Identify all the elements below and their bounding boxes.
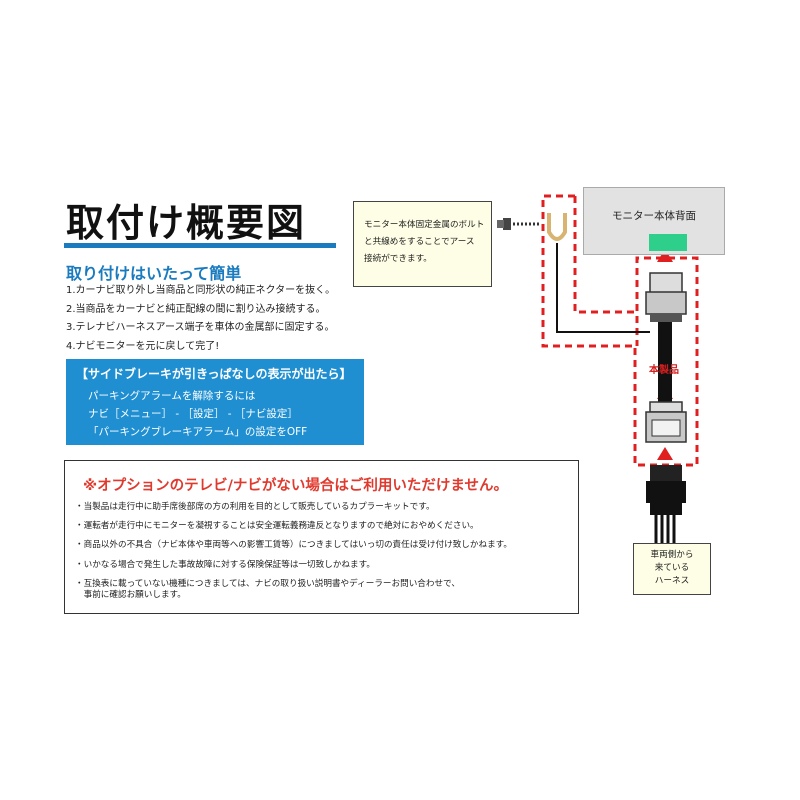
ground-note-line: と共線めをすることでアース [364,237,475,247]
title-underline [64,243,336,248]
connector-vehicle [646,465,686,545]
step-item: 1.カーナビ取り外し当商品と同形状の純正ネクターを抜く。 [66,285,336,296]
warning-line: ・当製品は走行中に助手席後部席の方の利用を目的として販売しているカプラーキットで… [75,502,435,512]
warning-box: ※オプションのテレビ/ナビがない場合はご利用いただけません。 ・当製品は走行中に… [64,460,579,614]
monitor-back: モニター本体背面 [583,187,725,255]
monitor-connector [649,234,687,251]
warning-item: ・いかなる場合で発生した事故故障に対する保険保証等は一切致しかねます。 [75,560,512,572]
connector-top [645,272,687,322]
install-steps: 1.カーナビ取り外し当商品と同形状の純正ネクターを抜く。 2.当商品をカーナビと… [66,282,335,356]
ground-terminal-icon [547,213,567,241]
ground-wire [556,243,650,333]
step-item: 3.テレナビハーネスアース端子を車体の金属部に固定する。 [66,322,335,333]
harness-line: 車両側から [650,550,694,560]
warning-line: 事前に確認お願いします。 [75,590,186,601]
warning-item: ・運転者が走行中にモニターを凝視することは安全運転義務違反となりますので絶対にお… [75,521,512,533]
bolt-icon [497,218,540,230]
product-label: 本製品 [649,365,679,376]
warning-line: ・いかなる場合で発生した事故故障に対する保険保証等は一切致しかねます。 [75,559,375,570]
parking-brake-line: 「パーキングブレーキアラーム」の設定をOFF [88,426,308,438]
harness-cable [658,320,672,410]
warning-item: ・当製品は走行中に助手席後部席の方の利用を目的として販売しているカプラーキットで… [75,502,512,514]
warning-title: ※オプションのテレビ/ナビがない場合はご利用いただけません。 [83,478,508,494]
monitor-route-dashed [573,196,637,314]
warning-line: ・互換表に載っていない機種につきましては、ナビの取り扱い説明書やディーラーお問い… [75,578,460,589]
warning-list: ・当製品は走行中に助手席後部席の方の利用を目的として販売しているカプラーキットで… [75,502,512,610]
connector-middle [645,401,687,443]
parking-brake-line: ナビ［メニュー］ - ［設定］ - ［ナビ設定］ [88,408,298,420]
parking-brake-box: 【サイドブレーキが引きっぱなしの表示が出たら】 パーキングアラームを解除するには… [66,359,364,445]
step-item: 2.当商品をカーナビと純正配線の間に割り込み接続する。 [66,303,326,315]
vehicle-harness-box: 車両側から 来ている ハーネス [633,543,711,595]
harness-line: ハーネス [654,576,690,586]
monitor-label: モニター本体背面 [612,210,696,222]
harness-line: 来ている [654,563,690,573]
ground-note-box: モニター本体固定金属のボルト と共線めをすることでアース 接続ができます。 [353,201,492,287]
warning-item: ・互換表に載っていない機種につきましては、ナビの取り扱い説明書やディーラーお問い… [75,579,512,602]
ground-route-dashed [541,194,699,467]
page-title: 取付け概要図 [66,201,307,245]
warning-line: ・運転者が走行中にモニターを凝視することは安全運転義務違反となりますので絶対にお… [75,521,479,532]
warning-item: ・商品以外の不具合（ナビ本体や車両等への影響工賃等）につきましてはいっ切の責任は… [75,540,512,552]
up-arrow-icon [657,249,673,262]
parking-brake-heading: 【サイドブレーキが引きっぱなしの表示が出たら】 [76,367,352,381]
parking-brake-line: パーキングアラームを解除するには [88,390,256,402]
up-arrow-icon [657,447,673,460]
warning-line: ・商品以外の不具合（ナビ本体や車両等への影響工賃等）につきましてはいっ切の責任は… [75,540,512,551]
section-subtitle: 取り付けはいたって簡単 [66,264,242,283]
ground-note-line: 接続ができます。 [364,254,432,264]
ground-note-line: モニター本体固定金属のボルト [364,220,485,230]
step-item: 4.ナビモニターを元に戻して完了! [66,340,220,352]
